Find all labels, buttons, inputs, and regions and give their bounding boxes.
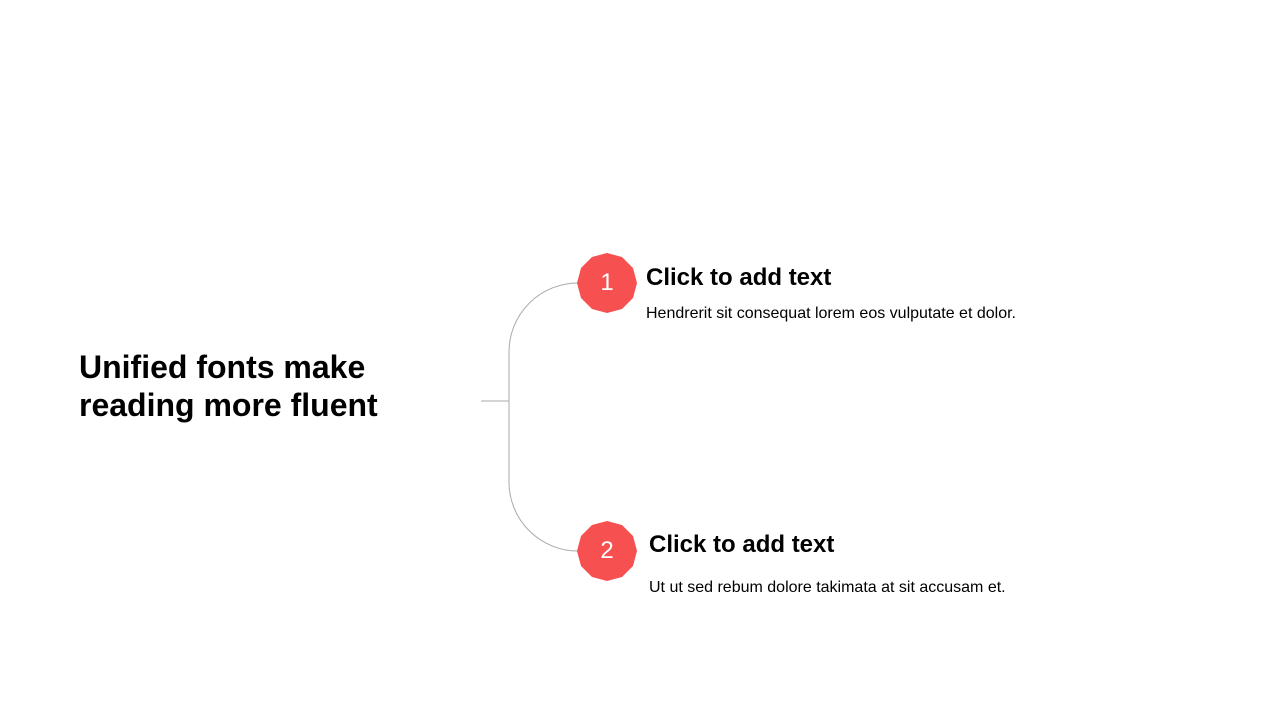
step-number: 1 — [600, 269, 614, 296]
step-badge-1: 1 — [577, 253, 637, 313]
dodecagon-shape — [577, 253, 637, 313]
item-text: Hendrerit sit consequat lorem eos vulput… — [646, 305, 1016, 322]
item-heading: Click to add text — [649, 531, 835, 558]
dodecagon-shape — [577, 521, 637, 581]
step-badge-2: 2 — [577, 521, 637, 581]
item-heading: Click to add text — [646, 264, 832, 291]
item-text: Ut ut sed rebum dolore takimata at sit a… — [649, 579, 1006, 596]
slide-title: Unified fonts make reading more fluent — [79, 349, 378, 423]
step-number: 2 — [600, 537, 614, 564]
